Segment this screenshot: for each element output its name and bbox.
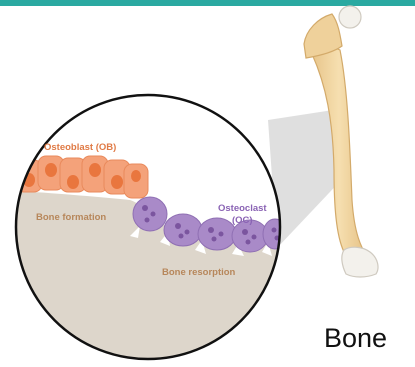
label-osteoclast-abbr: (OC) — [232, 215, 253, 226]
femoral-head — [339, 6, 361, 28]
distal-condyle — [342, 247, 378, 277]
top-bar — [0, 0, 415, 6]
label-osteoclast: Osteoclast — [218, 203, 267, 214]
label-bone-formation: Bone formation — [36, 212, 106, 223]
label-bone: Bone — [324, 323, 387, 353]
magnified-view — [0, 90, 300, 367]
label-bone-resorption: Bone resorption — [162, 267, 236, 278]
label-osteoblast: Osteoblast (OB) — [44, 142, 116, 153]
